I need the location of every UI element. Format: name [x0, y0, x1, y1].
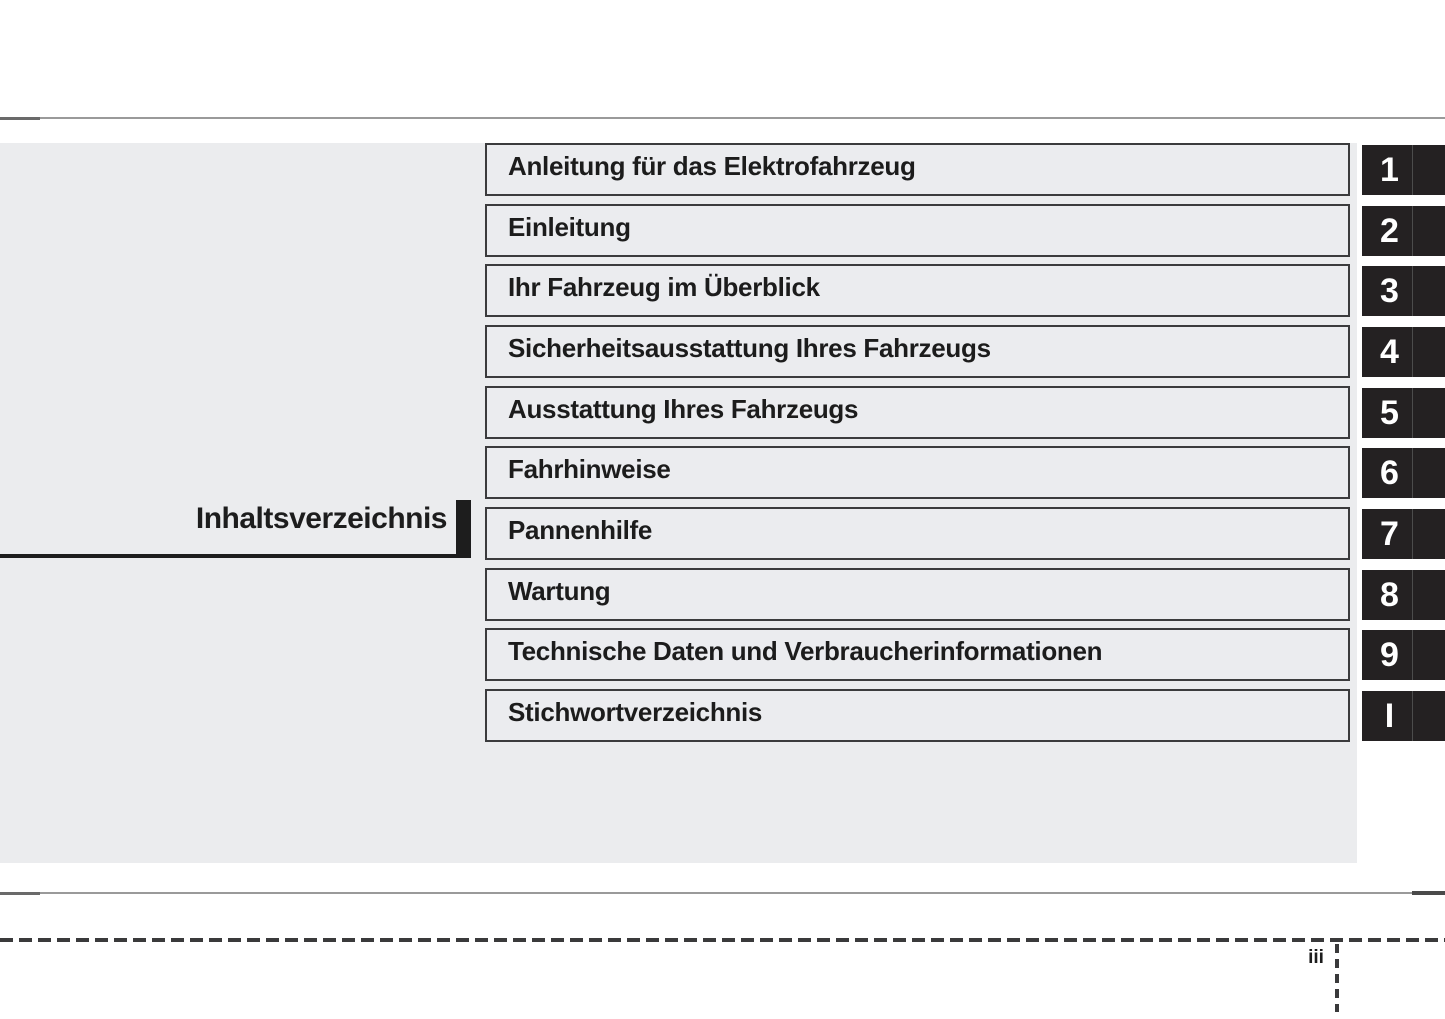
chapter-row-index[interactable]: Stichwortverzeichnis — [485, 689, 1350, 742]
page-number: iii — [1308, 947, 1324, 968]
thumb-tab-4[interactable]: 4 — [1362, 327, 1445, 377]
chapter-label: Technische Daten und Verbraucherinformat… — [508, 636, 1103, 666]
thumb-tab-3[interactable]: 3 — [1362, 266, 1445, 316]
thumb-tab-5[interactable]: 5 — [1362, 388, 1445, 438]
chapter-row-ev-guide[interactable]: Anleitung für das Elektrofahrzeug — [485, 143, 1350, 196]
chapter-label: Ausstattung Ihres Fahrzeugs — [508, 394, 859, 424]
chapter-label: Sicherheitsausstattung Ihres Fahrzeugs — [508, 333, 991, 363]
bottom-rule-dark-right — [1412, 891, 1445, 895]
chapter-label: Pannenhilfe — [508, 515, 653, 545]
chapter-row-driving-tips[interactable]: Fahrhinweise — [485, 446, 1350, 499]
chapter-row-safety-features[interactable]: Sicherheitsausstattung Ihres Fahrzeugs — [485, 325, 1350, 378]
chapter-row-vehicle-overview[interactable]: Ihr Fahrzeug im Überblick — [485, 264, 1350, 317]
chapter-label: Fahrhinweise — [508, 454, 671, 484]
vertical-dashed-crop-line — [1335, 944, 1339, 1012]
toc-panel — [0, 143, 1357, 863]
thumb-tab-2[interactable]: 2 — [1362, 206, 1445, 256]
chapter-list: Anleitung für das Elektrofahrzeug Einlei… — [485, 143, 1350, 743]
title-accent-bar — [456, 500, 471, 558]
chapter-row-technical-data[interactable]: Technische Daten und Verbraucherinformat… — [485, 628, 1350, 681]
horizontal-dashed-crop-line — [0, 938, 1445, 942]
bottom-page-rule — [0, 891, 1445, 895]
top-rule-dark-segment — [0, 117, 40, 120]
thumb-tab-1[interactable]: 1 — [1362, 145, 1445, 195]
thumb-tab-7[interactable]: 7 — [1362, 509, 1445, 559]
chapter-row-introduction[interactable]: Einleitung — [485, 204, 1350, 257]
chapter-label: Anleitung für das Elektrofahrzeug — [508, 151, 916, 181]
thumb-tab-index: 1 2 3 4 5 6 7 8 9 I — [1362, 145, 1445, 745]
top-page-rule — [0, 117, 1445, 120]
chapter-label: Einleitung — [508, 212, 631, 242]
bottom-rule-dark-left — [0, 892, 40, 895]
title-underline — [0, 554, 456, 558]
chapter-row-maintenance[interactable]: Wartung — [485, 568, 1350, 621]
chapter-row-features[interactable]: Ausstattung Ihres Fahrzeugs — [485, 386, 1350, 439]
page-title: Inhaltsverzeichnis — [195, 502, 448, 535]
chapter-label: Wartung — [508, 576, 611, 606]
thumb-tab-9[interactable]: 9 — [1362, 630, 1445, 680]
chapter-row-roadside-assistance[interactable]: Pannenhilfe — [485, 507, 1350, 560]
thumb-tab-index-i[interactable]: I — [1362, 691, 1445, 741]
thumb-tab-6[interactable]: 6 — [1362, 448, 1445, 498]
chapter-label: Ihr Fahrzeug im Überblick — [508, 272, 820, 302]
chapter-label: Stichwortverzeichnis — [508, 697, 763, 727]
thumb-tab-8[interactable]: 8 — [1362, 570, 1445, 620]
